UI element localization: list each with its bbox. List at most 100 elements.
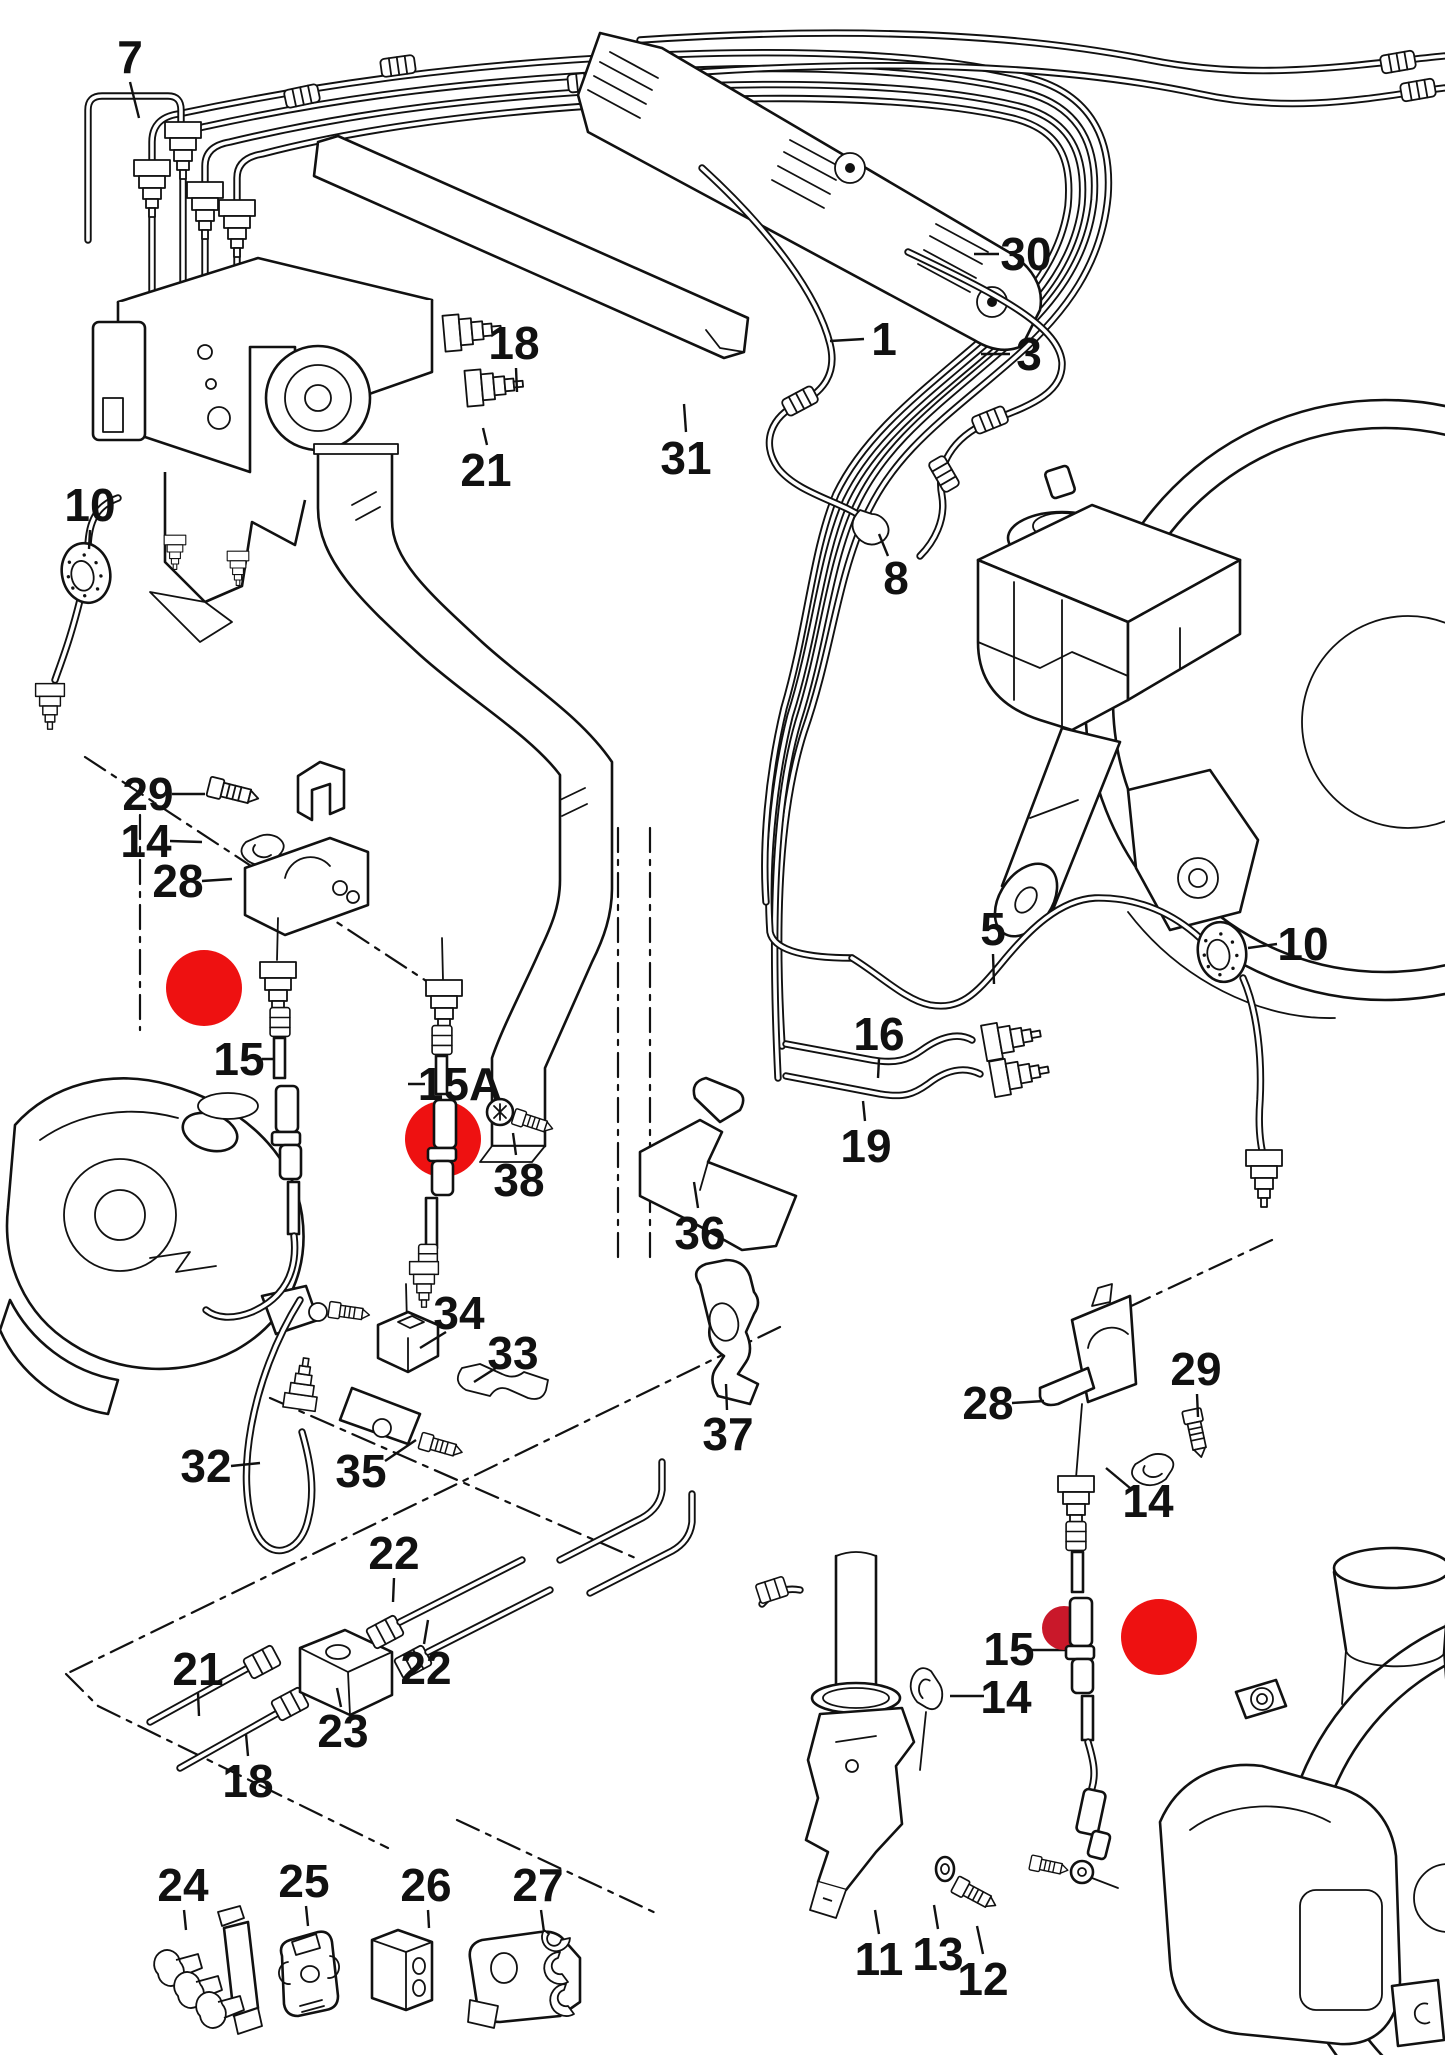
screw-38 [485, 1097, 556, 1138]
leader-line-l38 [511, 1132, 518, 1156]
highlight-circle-1 [166, 950, 242, 1026]
leader-line-l33 [473, 1364, 500, 1384]
clip-24 [153, 1905, 263, 2035]
part-label-l30: 30 [1000, 228, 1051, 280]
clip-27 [467, 1929, 582, 2029]
leader-line-l7 [128, 81, 141, 119]
part-label-l7: 7 [117, 31, 143, 83]
part-label-l23: 23 [317, 1705, 368, 1757]
clip-33 [456, 1363, 549, 1400]
highlight-circle-4 [1121, 1599, 1197, 1675]
leader-line-l10b [1247, 942, 1278, 950]
part-label-l38: 38 [493, 1154, 544, 1206]
part-label-l5: 5 [980, 903, 1006, 955]
leader-line-l21a [481, 427, 489, 446]
part-label-l24: 24 [157, 1859, 209, 1911]
leader-line-l31 [682, 403, 688, 433]
part-label-l16: 16 [853, 1008, 904, 1060]
part-label-l15b: 15 [983, 1623, 1034, 1675]
part-label-l21a: 21 [460, 444, 511, 496]
part-label-l15a: 15 [213, 1033, 264, 1085]
leader-line-l8 [877, 533, 890, 557]
hose-3 [904, 248, 1066, 560]
bracket-28-right [1038, 1283, 1212, 1489]
part-label-l14c: 14 [980, 1671, 1032, 1723]
pipe-7 [84, 92, 185, 244]
bracket-28-left [205, 760, 370, 961]
leader-line-l13 [932, 1904, 940, 1930]
leader-line-l37 [724, 1383, 729, 1411]
hose-15-left [202, 961, 303, 1321]
leader-line-l22b [422, 1619, 430, 1645]
leader-line-l23 [335, 1687, 343, 1708]
part-label-l18b: 18 [222, 1755, 273, 1807]
part-label-l12: 12 [957, 1953, 1008, 2005]
leader-line-l32 [230, 1461, 261, 1468]
part-label-l34: 34 [433, 1287, 485, 1339]
clip-26 [370, 1928, 434, 2012]
master-cylinder-reservoir [976, 464, 1260, 938]
hose-15-right [1028, 1475, 1119, 1889]
grommet-left [34, 494, 122, 730]
leader-line-l28b [1011, 1399, 1045, 1405]
part-label-l8: 8 [883, 552, 909, 604]
leader-line-l14b [1105, 1467, 1131, 1489]
caliper-left [0, 1077, 372, 1416]
part-label-l13: 13 [912, 1928, 963, 1980]
part-label-l28a: 28 [152, 855, 203, 907]
part-label-l15A: 15A [418, 1058, 502, 1110]
bolt-35 [372, 1418, 466, 1462]
leader-line-l34 [419, 1330, 447, 1350]
leader-line-l24 [182, 1909, 188, 1931]
part-label-l18a: 18 [488, 317, 539, 369]
part-label-l29a: 29 [122, 768, 173, 820]
hose-15A [408, 937, 463, 1308]
shield-31 [312, 134, 750, 360]
part-label-l21b: 21 [172, 1643, 223, 1695]
leader-line-l25 [304, 1905, 310, 1927]
part-label-l31: 31 [660, 432, 711, 484]
clip-25 [278, 1930, 340, 2018]
leader-line-l29b [1195, 1393, 1200, 1418]
part-label-l3: 3 [1016, 328, 1042, 380]
brake-pipe-bundle [148, 29, 1445, 1082]
part-label-l10a: 10 [64, 479, 115, 531]
part-label-l28b: 28 [962, 1377, 1013, 1429]
pipes-16-19 [782, 1014, 1053, 1100]
leader-line-l1 [829, 337, 865, 343]
center-duct [313, 443, 614, 1163]
leader-line-l16 [876, 1058, 881, 1079]
leader-line-l36 [692, 1181, 700, 1209]
part-label-l22a: 22 [368, 1527, 419, 1579]
leader-line-l10a [87, 529, 92, 550]
brake-booster [1083, 398, 1445, 1019]
leader-line-l5 [991, 953, 996, 985]
part-label-l1: 1 [871, 313, 897, 365]
leader-line-l18a [514, 367, 519, 393]
part-label-l14a: 14 [120, 815, 172, 867]
leader-line-l27 [539, 1909, 546, 1933]
leader-line-l35 [384, 1439, 417, 1462]
part-label-l19: 19 [840, 1120, 891, 1172]
hose-32 [242, 1296, 323, 1555]
leader-line-l22a [391, 1577, 396, 1603]
part-label-l27: 27 [512, 1859, 563, 1911]
leader-line-l11 [873, 1909, 881, 1935]
part-label-l29b: 29 [1170, 1343, 1221, 1395]
bracket-36 [638, 1076, 798, 1252]
abs-unit [91, 256, 526, 643]
leader-line-l12 [975, 1925, 985, 1955]
leader-line-l28a [201, 877, 233, 883]
part-label-l25: 25 [278, 1855, 329, 1907]
part-label-l37: 37 [702, 1408, 753, 1460]
part-label-l35: 35 [335, 1445, 386, 1497]
leader-line-l19 [861, 1100, 867, 1122]
caliper-right [1158, 1546, 1445, 2055]
part-label-l26: 26 [400, 1859, 451, 1911]
part-label-l33: 33 [487, 1327, 538, 1379]
part-label-l11: 11 [855, 1933, 904, 1985]
leader-line-l18b [244, 1733, 250, 1757]
